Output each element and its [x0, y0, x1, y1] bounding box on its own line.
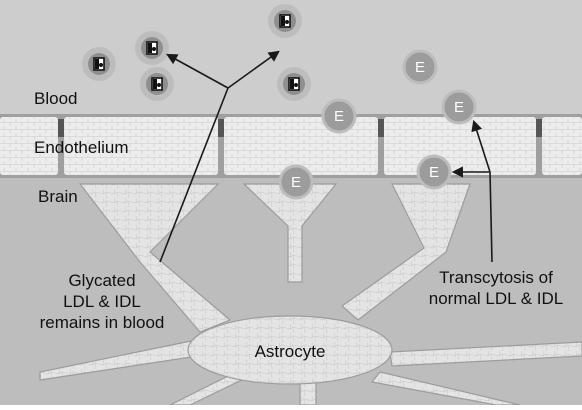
glycated-line-3: remains in blood: [40, 313, 165, 332]
label-blood: Blood: [34, 89, 77, 108]
particle-letter: E: [334, 108, 344, 125]
label-brain: Brain: [38, 187, 78, 206]
glycated-particle-icon: [140, 67, 174, 101]
transcytosis-line-2: normal LDL & IDL: [429, 289, 563, 308]
tight-junction: [536, 119, 542, 137]
normal-particle: E: [443, 91, 475, 123]
glycated-line-1: Glycated: [68, 271, 135, 290]
transcytosis-line-1: Transcytosis of: [439, 268, 553, 287]
label-astrocyte: Astrocyte: [255, 342, 326, 361]
glycated-line-2: LDL & IDL: [63, 292, 141, 311]
glycated-particle-icon: [268, 4, 302, 38]
particle-letter: E: [429, 164, 439, 181]
glycated-particle-icon: [135, 31, 169, 65]
particle-letter: E: [415, 59, 425, 76]
tight-junction: [378, 119, 384, 137]
normal-particle: E: [323, 100, 355, 132]
endothelial-cell: [384, 117, 536, 175]
label-endothelium: Endothelium: [34, 138, 129, 157]
normal-particle: E: [404, 51, 436, 83]
particle-letter: E: [291, 174, 301, 191]
glycated-particle-icon: [277, 67, 311, 101]
endothelial-cell: [542, 117, 582, 175]
tight-junction: [58, 119, 64, 137]
particle-letter: E: [454, 99, 464, 116]
glycated-particle-icon: [82, 47, 116, 81]
tight-junction: [218, 119, 224, 137]
normal-particle: E: [280, 166, 312, 198]
normal-particle: E: [418, 156, 450, 188]
